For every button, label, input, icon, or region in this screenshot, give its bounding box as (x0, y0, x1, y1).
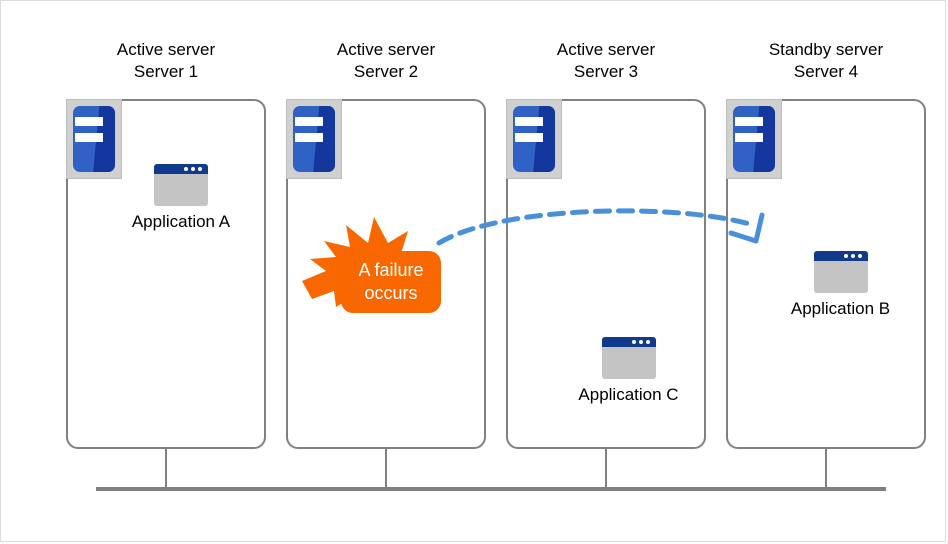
server-icon-bar (735, 133, 763, 142)
server-name-4: Server 4 (793, 62, 859, 81)
app-dot-icon (191, 167, 195, 171)
server-icon-bar (75, 117, 103, 126)
app-titlebar (813, 251, 868, 261)
server-icon-2 (286, 99, 342, 179)
app-window-icon (601, 337, 656, 379)
app-window-icon (154, 164, 208, 206)
network-drop-3 (605, 449, 607, 489)
application-a[interactable]: Application A (126, 164, 236, 232)
server-title-1: Active server Server 1 (66, 39, 266, 83)
server-role-3: Active server (556, 40, 656, 59)
application-a-label: Application A (131, 212, 231, 231)
server-role-4: Standby server (768, 40, 884, 59)
app-dot-icon (198, 167, 202, 171)
server-icon-4 (726, 99, 782, 179)
server-role-1: Active server (116, 40, 216, 59)
failover-arrow-icon (436, 208, 765, 246)
server-title-3: Active server Server 3 (506, 39, 706, 83)
server-title-2: Active server Server 2 (286, 39, 486, 83)
app-dot-icon (184, 167, 188, 171)
application-c-label: Application C (578, 385, 679, 404)
server-name-2: Server 2 (353, 62, 419, 81)
app-titlebar (154, 164, 208, 174)
server-title-4: Standby server Server 4 (726, 39, 926, 83)
app-dot-icon (638, 340, 643, 344)
server-icon-1 (66, 99, 122, 179)
app-dot-icon (857, 254, 862, 258)
server-name-1: Server 1 (133, 62, 199, 81)
app-dot-icon (843, 254, 848, 258)
app-window-icon (813, 251, 868, 293)
server-role-2: Active server (336, 40, 436, 59)
server-icon-bar (75, 133, 103, 142)
server-icon-bar (295, 133, 323, 142)
server-name-3: Server 3 (573, 62, 639, 81)
app-dot-icon (850, 254, 855, 258)
application-c[interactable]: Application C (571, 337, 686, 405)
failure-line-1: A failure (358, 260, 424, 280)
server-icon-bar (295, 117, 323, 126)
failure-label: A failure occurs (341, 251, 441, 313)
server-icon-bar (515, 117, 543, 126)
app-titlebar (601, 337, 656, 347)
app-dot-icon (631, 340, 636, 344)
network-drop-2 (385, 449, 387, 489)
server-icon-bar (735, 117, 763, 126)
server-icon-3 (506, 99, 562, 179)
failure-line-2: occurs (364, 283, 418, 303)
app-dot-icon (645, 340, 650, 344)
server-icon-bar (515, 133, 543, 142)
network-bus (96, 487, 886, 491)
application-b[interactable]: Application B (783, 251, 898, 319)
network-drop-1 (165, 449, 167, 489)
application-b-label: Application B (790, 299, 891, 318)
network-drop-4 (825, 449, 827, 489)
